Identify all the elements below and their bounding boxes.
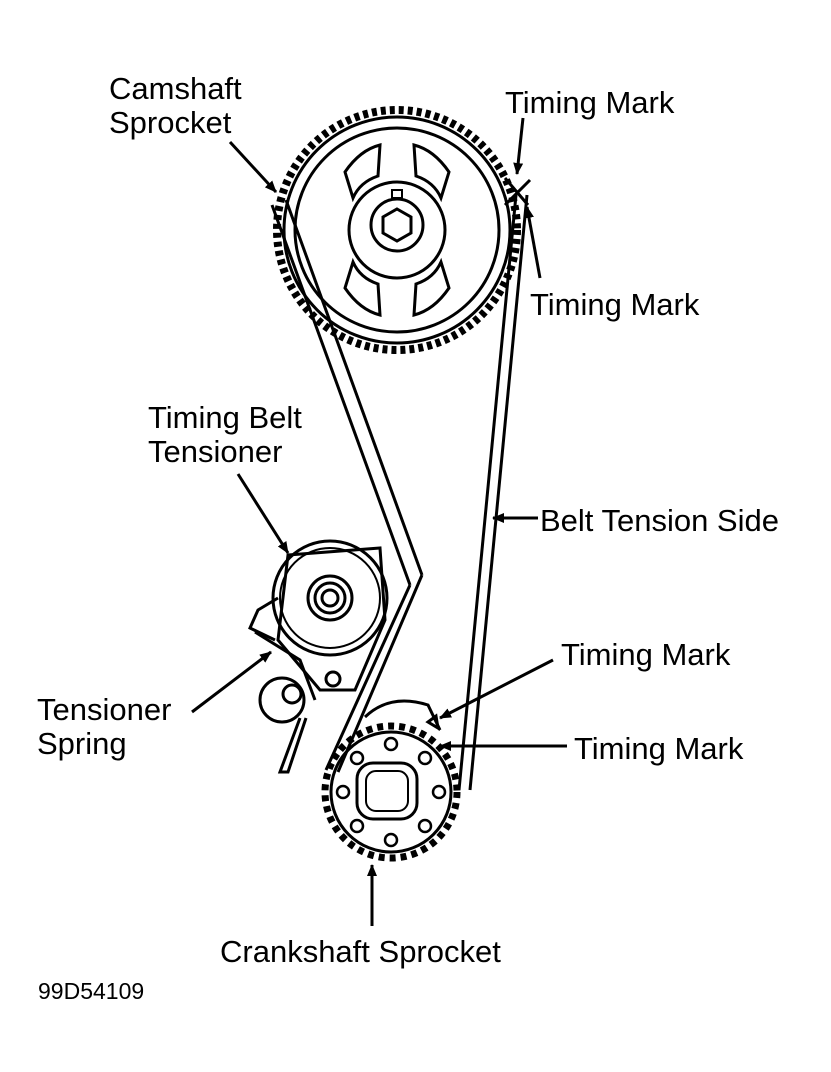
label-timing-mark-cam: Timing Mark <box>530 287 700 322</box>
label-timing-belt-tensioner: Timing Belt Tensioner <box>148 400 302 469</box>
label-crankshaft-sprocket: Crankshaft Sprocket <box>220 934 501 969</box>
label-belt-tension-side: Belt Tension Side <box>540 503 779 538</box>
leader-arrows <box>191 117 567 926</box>
arrow-timing-mark-cam <box>524 206 542 279</box>
arrow-timing-mark-crank-upper <box>439 658 554 720</box>
label-timing-mark-top: Timing Mark <box>505 85 675 120</box>
camshaft-sprocket <box>273 106 532 354</box>
label-tensioner-spring: Tensioner Spring <box>37 692 172 761</box>
label-camshaft-sprocket: Camshaft Sprocket <box>109 71 242 140</box>
arrow-camshaft-sprocket <box>228 140 278 194</box>
figure-code: 99D54109 <box>38 978 145 1004</box>
label-timing-mark-crank-lower: Timing Mark <box>574 731 744 766</box>
arrow-tensioner-spring <box>191 650 272 714</box>
crankshaft-sprocket-holes <box>335 736 447 848</box>
arrow-timing-mark-top <box>513 117 525 175</box>
crankshaft-sprocket <box>321 699 461 862</box>
label-timing-mark-crank-upper: Timing Mark <box>561 637 731 672</box>
tensioner-spring <box>254 630 317 774</box>
timing-belt <box>270 194 529 791</box>
arrow-timing-belt-tensioner <box>236 473 290 554</box>
timing-belt-tensioner <box>248 539 389 692</box>
